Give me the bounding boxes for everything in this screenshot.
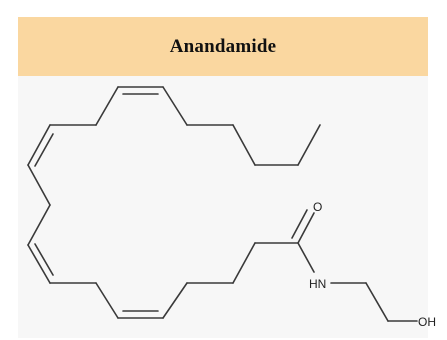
bond (162, 282, 188, 319)
molecule-title: Anandamide (169, 35, 277, 57)
bond (365, 282, 389, 322)
title-banner: Anandamide (18, 17, 428, 76)
double-bond-line (34, 133, 54, 167)
double-bond-line (34, 243, 54, 276)
bond (162, 86, 188, 126)
bond (27, 124, 51, 166)
bond (27, 244, 51, 284)
bond (27, 164, 51, 206)
atom-labels: O HN OH (309, 200, 436, 329)
oxygen-label: O (313, 200, 322, 214)
carbonyl-bond (297, 212, 315, 244)
bond (27, 204, 51, 246)
bond (95, 282, 119, 319)
amine-label: HN (309, 277, 326, 291)
hydroxyl-label: OH (418, 315, 436, 329)
bond (232, 242, 256, 284)
bond (95, 86, 119, 126)
bond (297, 124, 321, 166)
bond (232, 124, 256, 166)
carbon-skeleton (27, 86, 418, 322)
carbonyl-bond (291, 209, 308, 239)
amide-bond (297, 242, 315, 273)
structure-panel (18, 76, 428, 338)
